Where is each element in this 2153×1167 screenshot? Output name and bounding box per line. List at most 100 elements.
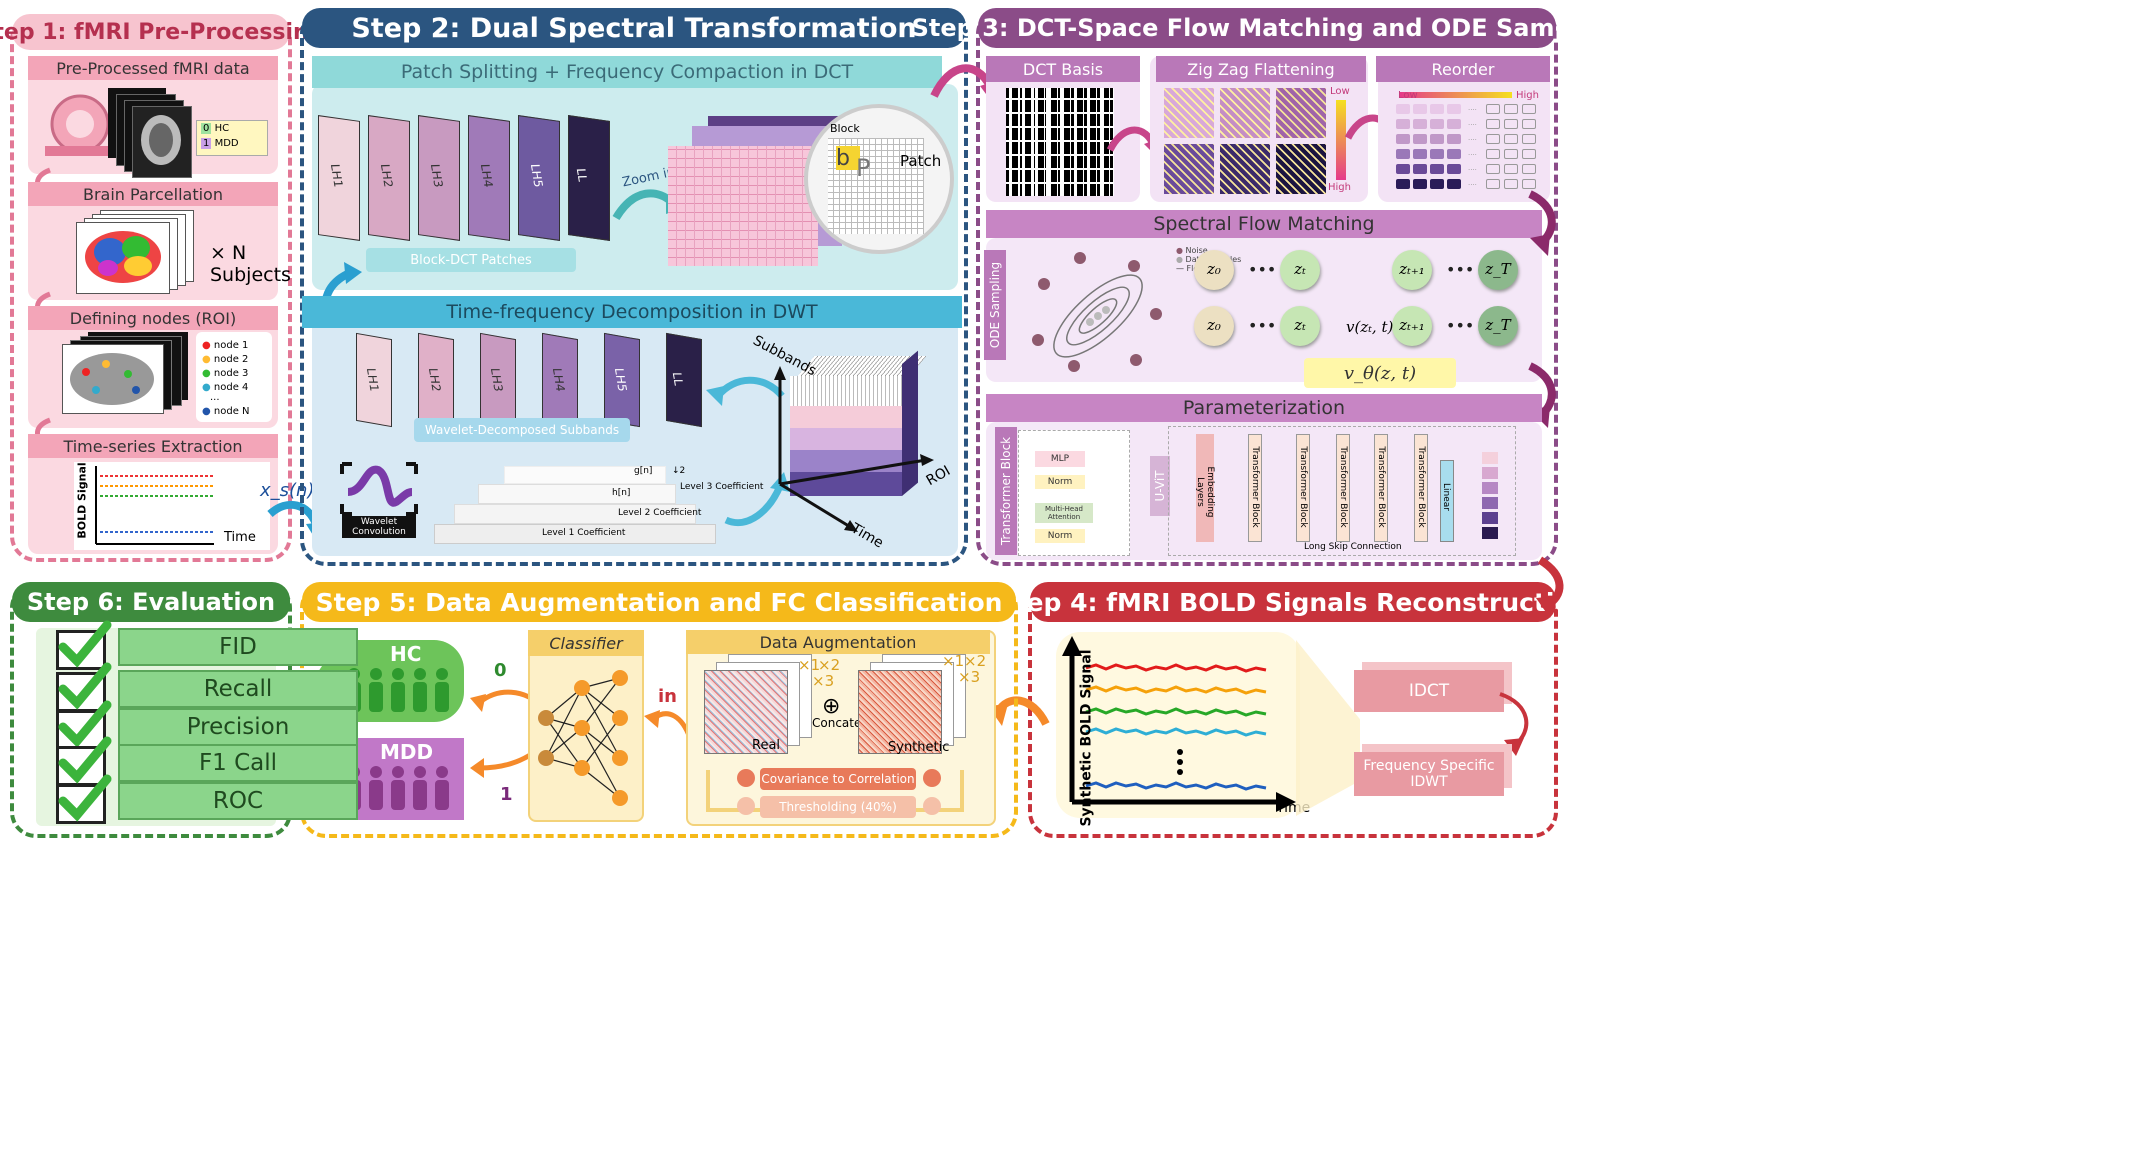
dwt-layer-label: LH2 bbox=[425, 367, 444, 392]
reorder-cell bbox=[1413, 164, 1427, 174]
checkmark-icon bbox=[58, 620, 112, 668]
transformer-block-label: Transformer Block bbox=[1298, 446, 1308, 528]
z-node-label: zₜ bbox=[1294, 316, 1306, 334]
mha-box: Multi-Head Attention bbox=[1035, 503, 1093, 523]
reorder-low: Low bbox=[1398, 90, 1418, 101]
checkmark-icon bbox=[58, 736, 112, 784]
node-item: node 3 bbox=[213, 368, 249, 379]
reorder-dots: ···· bbox=[1468, 166, 1477, 174]
dct-layer-label: LH5 bbox=[527, 163, 546, 188]
tb-side-label: Transformer Block bbox=[995, 427, 1017, 555]
checkmark-icon bbox=[58, 700, 112, 748]
check-box bbox=[56, 620, 112, 670]
z-ellipsis: ••• bbox=[1248, 260, 1277, 279]
dct-layer-label: LH2 bbox=[377, 163, 396, 188]
reorder-dots: ···· bbox=[1468, 181, 1477, 189]
one-label: 1 bbox=[500, 784, 513, 805]
z-node-label: z_T bbox=[1485, 260, 1511, 278]
step1-title: Step 1: fMRI Pre-Processing bbox=[0, 14, 324, 50]
dwt-header: Time-frequency Decomposition in DWT bbox=[302, 296, 962, 328]
syn-x3: ×3 bbox=[958, 668, 981, 686]
idwt-box: Frequency Specific IDWT bbox=[1354, 752, 1504, 796]
dct-layer-label: LH4 bbox=[477, 163, 496, 188]
step5-title: Step 5: Data Augmentation and FC Classif… bbox=[302, 582, 1016, 622]
step1-sub4-header: Time-series Extraction bbox=[28, 434, 278, 458]
reorder-dots: ···· bbox=[1468, 151, 1477, 159]
z-node: z_T bbox=[1478, 306, 1518, 346]
reorder-dots: ···· bbox=[1468, 121, 1477, 129]
step1-sub2-header: Brain Parcellation bbox=[28, 182, 278, 206]
transformer-block-label: Transformer Block bbox=[1416, 446, 1426, 528]
z-node: zₜ₊₁ bbox=[1392, 306, 1432, 346]
step4-title: Step 4: fMRI BOLD Signals Reconstruction bbox=[997, 582, 1589, 622]
reorder-cell-empty bbox=[1504, 119, 1518, 129]
reorder-gradient bbox=[1400, 92, 1512, 98]
dct-header: Patch Splitting + Frequency Compaction i… bbox=[312, 56, 942, 88]
parcellated-brain-icon bbox=[85, 231, 161, 283]
z-node-label: z₀ bbox=[1207, 316, 1221, 334]
reorder-cell bbox=[1430, 179, 1444, 189]
cube-to-layers-arrow-icon bbox=[706, 376, 785, 406]
reorder-cell bbox=[1447, 149, 1461, 159]
transformer-block-label: Transformer Block bbox=[1376, 446, 1386, 528]
checkmark-icon bbox=[58, 662, 112, 710]
transformer-block bbox=[1414, 434, 1428, 542]
z-node: zₜ₊₁ bbox=[1392, 250, 1432, 290]
wavelet-icon bbox=[340, 462, 418, 516]
gn-label: g[n] bbox=[634, 466, 653, 476]
mdd-people-icon bbox=[347, 766, 449, 810]
z-node: z_T bbox=[1478, 250, 1518, 290]
aug-to-classifier-arrow-icon bbox=[644, 710, 693, 739]
mdd-tag-label: MDD bbox=[380, 740, 434, 764]
reorder-cell-empty bbox=[1522, 119, 1536, 129]
transformer-block-label: Transformer Block bbox=[1338, 446, 1348, 528]
threshold-box: Thresholding (40%) bbox=[760, 796, 916, 818]
checkmark-icon bbox=[58, 774, 112, 822]
recon-plot bbox=[1062, 636, 1296, 812]
mdd-code: 1 bbox=[201, 138, 212, 149]
z-node-label: z_T bbox=[1485, 316, 1511, 334]
p-label: P bbox=[856, 154, 871, 182]
z-ellipsis: ••• bbox=[1446, 260, 1475, 279]
z-node: z₀ bbox=[1194, 250, 1234, 290]
oplus-symbol: ⊕ bbox=[822, 694, 841, 719]
b-label: b bbox=[836, 146, 850, 171]
ts-xlabel: Time bbox=[224, 530, 256, 545]
ts-ylabel: BOLD Signal bbox=[75, 462, 89, 539]
level3-label: Level 3 Coefficient bbox=[680, 482, 764, 492]
node-item: node 4 bbox=[213, 382, 249, 393]
dct-cube bbox=[668, 116, 858, 266]
z-node: z₀ bbox=[1194, 306, 1234, 346]
metric-bar: F1 Call bbox=[118, 744, 358, 782]
subjects-label: Subjects bbox=[210, 264, 291, 286]
node-list: ● node 1 ● node 2 ● node 3 ● node 4 ... … bbox=[196, 332, 272, 422]
output-token bbox=[1482, 452, 1498, 464]
zigzag-header: Zig Zag Flattening bbox=[1156, 56, 1366, 82]
step6-title: Step 6: Evaluation bbox=[12, 582, 290, 622]
node-item: node N bbox=[213, 406, 250, 417]
synthetic-fc-matrix bbox=[858, 670, 942, 754]
reorder-cell-empty bbox=[1486, 134, 1500, 144]
reorder-cell bbox=[1447, 134, 1461, 144]
zigzag-low: Low bbox=[1330, 86, 1350, 97]
z-node-label: zₜ₊₁ bbox=[1399, 316, 1425, 334]
reorder-cell bbox=[1447, 119, 1461, 129]
ode-label: ODE Sampling bbox=[984, 250, 1006, 360]
low-high-gradient bbox=[1336, 100, 1346, 180]
output-token bbox=[1482, 467, 1498, 479]
step3-to-step4-arrow-icon bbox=[1536, 556, 1564, 618]
synthetic-label: Synthetic bbox=[888, 740, 950, 755]
step1-sub1-header: Pre-Processed fMRI data bbox=[28, 56, 278, 80]
reorder-cell-empty bbox=[1522, 164, 1536, 174]
legend-noise: Noise bbox=[1185, 246, 1208, 255]
reorder-header: Reorder bbox=[1376, 56, 1550, 82]
reorder-cell-empty bbox=[1486, 164, 1500, 174]
reorder-cell bbox=[1413, 149, 1427, 159]
reorder-cell bbox=[1396, 119, 1410, 129]
timeseries-plot bbox=[95, 466, 214, 545]
reorder-cell-empty bbox=[1522, 149, 1536, 159]
reorder-cell-empty bbox=[1504, 179, 1518, 189]
subbands-label: Wavelet-Decomposed Subbands bbox=[414, 418, 630, 442]
classifier-header: Classifier bbox=[528, 630, 644, 656]
embedding-label: Embedding Layers bbox=[1195, 466, 1215, 518]
